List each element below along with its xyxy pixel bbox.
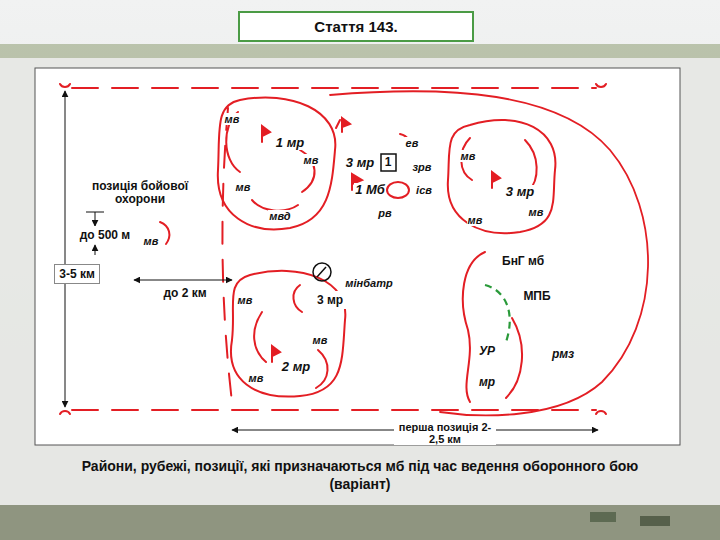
map-label: мв — [237, 294, 254, 306]
label-box: мв — [140, 233, 163, 249]
map-label: 1 Мб — [354, 183, 386, 197]
box-text: до 500 м — [80, 228, 131, 242]
map-label: рв — [377, 207, 392, 219]
map-label: мв — [248, 372, 265, 384]
map-label: мв — [528, 206, 545, 218]
second-position — [485, 285, 510, 342]
map-label: 3 мр — [505, 185, 535, 199]
map-label: мв — [224, 113, 241, 125]
mortar-symbol — [317, 267, 326, 277]
map-label: 3 мр — [345, 156, 375, 170]
map-label: мвд — [268, 210, 291, 222]
dimension-arrows — [65, 91, 598, 430]
box-text: мв — [144, 235, 159, 247]
map-label: мв — [303, 154, 320, 166]
label-box: до 500 м — [76, 226, 135, 244]
map-label: до 2 км — [162, 287, 207, 300]
overlay — [0, 58, 720, 510]
box-text: 3-5 км — [59, 267, 95, 281]
map-label: рмз — [551, 348, 575, 361]
cp-flag — [381, 154, 396, 171]
vehicle — [590, 512, 616, 522]
map-label: позиція бойової охорони — [83, 180, 197, 206]
map-label: мв — [467, 214, 484, 226]
map-label: 1 — [384, 156, 393, 169]
map-label: 2 мр — [281, 360, 311, 374]
map-label: зрв — [412, 161, 433, 173]
red-drawing — [60, 84, 648, 415]
map-label: мв — [312, 334, 329, 346]
title-text: Стаття 143. — [314, 18, 397, 35]
map-label: мр — [478, 376, 496, 389]
map-label: перша позиція 2-2,5 км — [394, 421, 496, 445]
map-label: ісв — [415, 184, 433, 196]
map-label: мінбатр — [344, 277, 393, 289]
field — [0, 505, 720, 540]
map-label: УР — [478, 345, 496, 358]
box-text: БнГ мб — [502, 254, 590, 268]
label-box: 3 мр — [313, 291, 347, 309]
map-label: МПБ — [522, 290, 551, 303]
label-box: БнГ мб — [498, 252, 594, 270]
vehicle — [640, 516, 670, 526]
title-box: Стаття 143. — [238, 11, 474, 42]
map-label: мв — [235, 181, 252, 193]
map-label: 1 мр — [275, 136, 305, 150]
map-label: мв — [460, 150, 477, 162]
label-box: 3-5 км — [54, 264, 100, 284]
mortar-symbol — [313, 263, 331, 281]
tree-line — [0, 44, 720, 58]
map-label: ев — [405, 137, 420, 149]
box-text: 3 мр — [317, 293, 343, 307]
caption-text: Райони, рубежі, позиції, які призначають… — [60, 457, 660, 493]
diagram-panel — [35, 68, 680, 445]
